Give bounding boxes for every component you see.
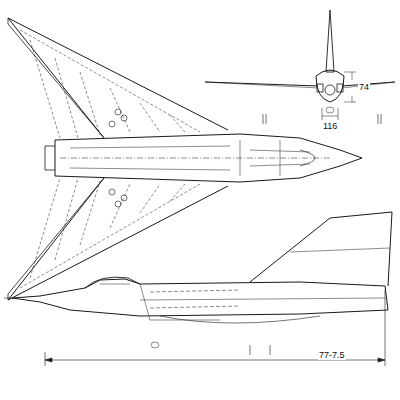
length-dimension <box>45 290 385 366</box>
dimension-label: 74 <box>358 82 370 92</box>
plan-view <box>8 18 362 300</box>
dimension-label: 77-7.5 <box>318 350 346 360</box>
front-view <box>205 10 395 124</box>
side-view <box>4 212 392 355</box>
dimension-label: 116 <box>322 121 338 131</box>
